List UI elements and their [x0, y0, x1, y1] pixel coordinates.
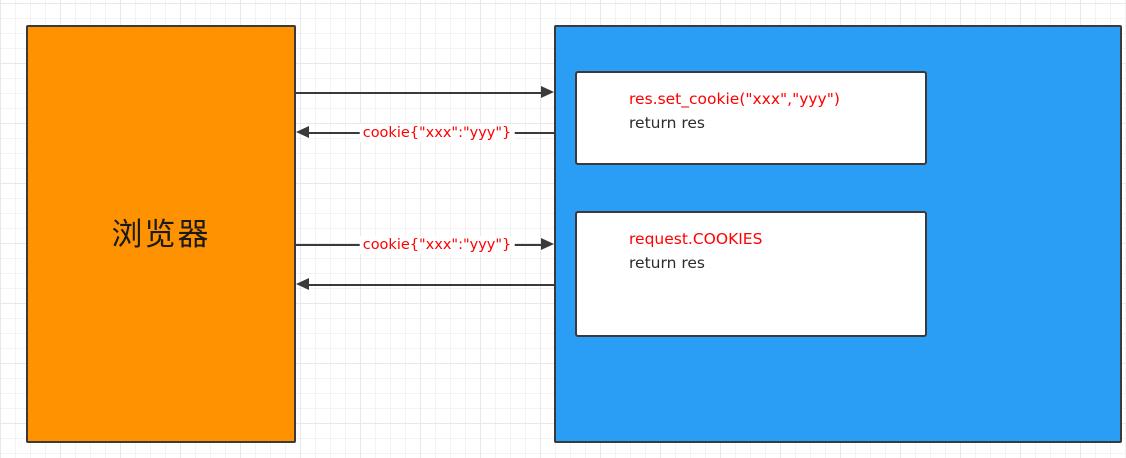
response-1-edge-label: cookie{"xxx":"yyy"}: [359, 124, 515, 142]
response-2-arrow-head: [296, 278, 309, 290]
read-cookie-handler-box[interactable]: request.COOKIES return res: [575, 211, 927, 337]
request-2-arrow-head: [541, 238, 554, 250]
request-1-arrow-head: [541, 86, 554, 98]
response-1-arrow-head: [296, 126, 309, 138]
read-cookie-code-line: request.COOKIES: [629, 230, 763, 248]
read-cookie-return-line: return res: [629, 254, 705, 272]
browser-label: 浏览器: [111, 216, 211, 252]
request-2-edge-label: cookie{"xxx":"yyy"}: [359, 236, 515, 254]
request-1-arrow-line: [296, 92, 542, 94]
response-2-arrow-line: [309, 284, 554, 286]
server-node[interactable]: res.set_cookie("xxx","yyy") return res r…: [554, 25, 1122, 443]
set-cookie-return-line: return res: [629, 114, 705, 132]
set-cookie-handler-box[interactable]: res.set_cookie("xxx","yyy") return res: [575, 71, 927, 165]
set-cookie-code-line: res.set_cookie("xxx","yyy"): [629, 90, 840, 108]
browser-node[interactable]: 浏览器: [26, 25, 296, 443]
